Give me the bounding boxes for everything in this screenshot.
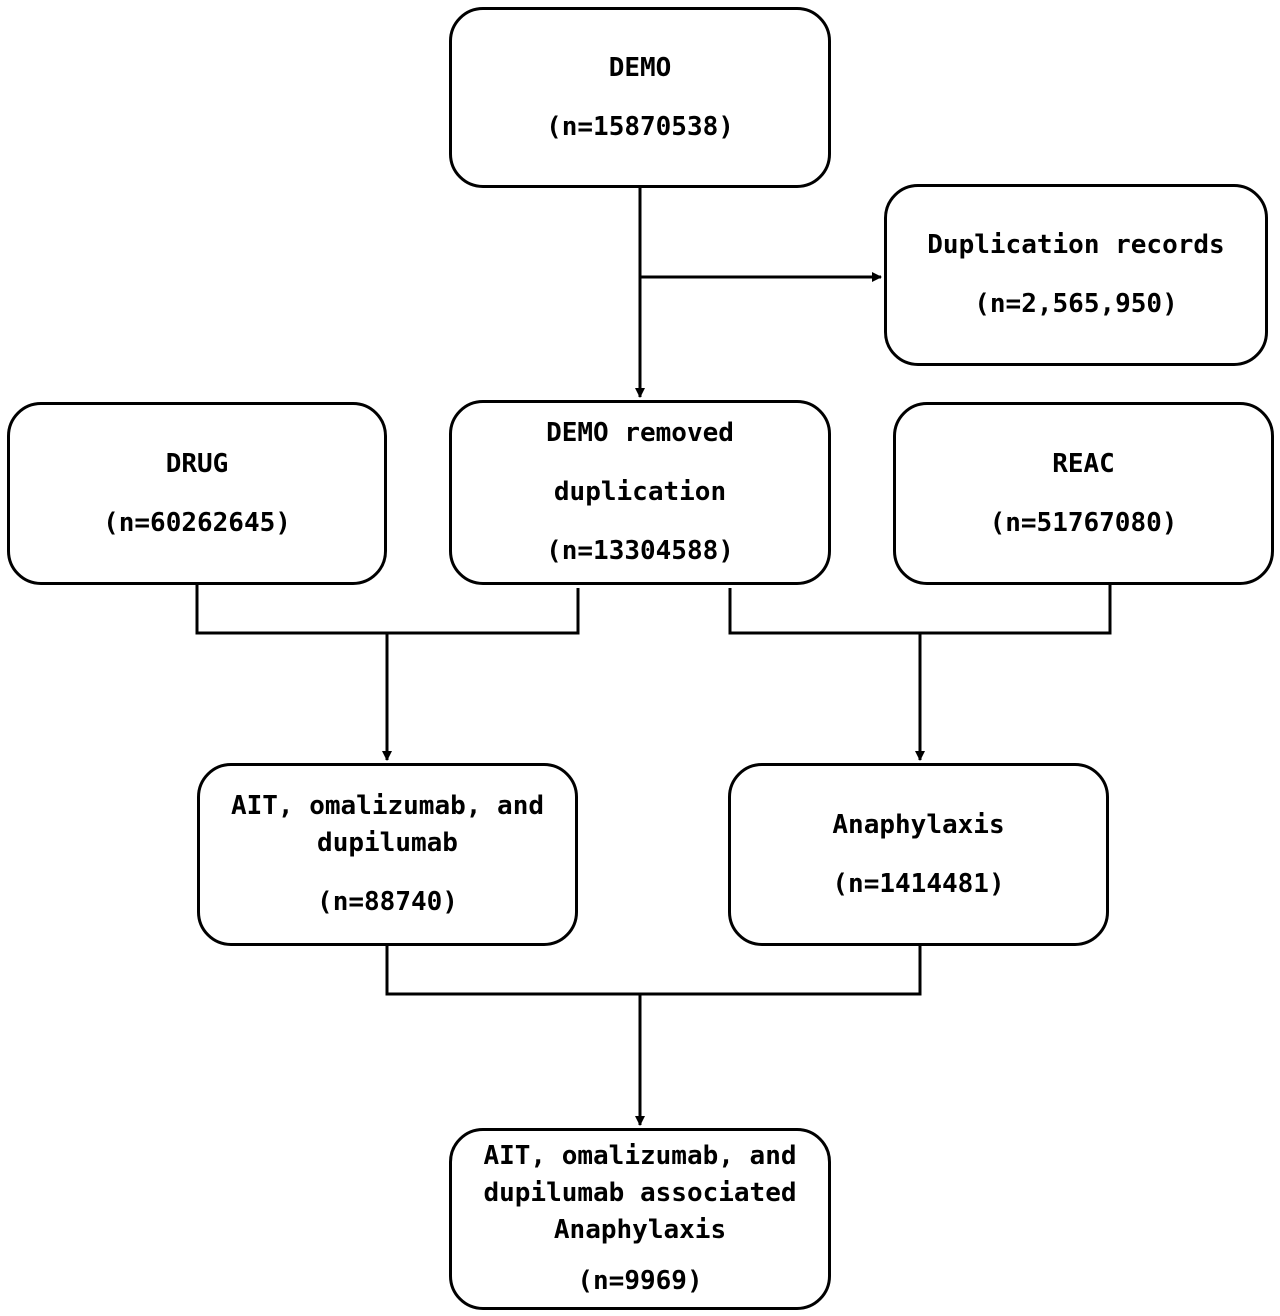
node-final-title-2: dupilumab associated <box>483 1178 797 1208</box>
node-duplication-records: Duplication records (n=2,565,950) <box>884 184 1268 366</box>
node-demo-removed-title-1: DEMO removed <box>546 418 734 448</box>
node-anaphylaxis-title: Anaphylaxis <box>832 809 1005 840</box>
node-drug: DRUG (n=60262645) <box>7 402 387 585</box>
node-demo: DEMO (n=15870538) <box>449 7 831 188</box>
connector-reac-merge <box>728 585 1112 635</box>
node-demo-removed-title-2: duplication <box>553 477 727 507</box>
node-final-result: AIT, omalizumab, and dupilumab associate… <box>449 1128 831 1310</box>
node-ait-drugs-count: (n=88740) <box>317 887 458 917</box>
node-ait-drugs-title-2: dupilumab <box>317 828 458 858</box>
node-final-title-1: AIT, omalizumab, and <box>483 1141 797 1171</box>
node-anaphylaxis-count: (n=1414481) <box>832 868 1005 899</box>
node-duplication-title: Duplication records <box>927 230 1225 260</box>
node-demo-count: (n=15870538) <box>546 111 734 142</box>
node-ait-drugs-title-1: AIT, omalizumab, and <box>230 791 545 821</box>
node-drug-count: (n=60262645) <box>103 507 291 538</box>
node-final-title-3: Anaphylaxis <box>553 1215 727 1245</box>
node-duplication-count: (n=2,565,950) <box>974 289 1178 319</box>
node-reac-count: (n=51767080) <box>989 507 1178 538</box>
node-anaphylaxis: Anaphylaxis (n=1414481) <box>728 763 1109 946</box>
node-reac-title: REAC <box>1052 448 1115 479</box>
node-final-count: (n=9969) <box>577 1266 703 1296</box>
node-demo-removed-count: (n=13304588) <box>546 536 734 566</box>
node-demo-title: DEMO <box>608 52 672 83</box>
node-reac: REAC (n=51767080) <box>893 402 1274 585</box>
node-drug-title: DRUG <box>165 448 229 479</box>
node-demo-removed: DEMO removed duplication (n=13304588) <box>449 400 831 585</box>
connector-final-merge <box>385 946 922 996</box>
connector-drug-merge <box>195 585 580 635</box>
node-ait-drugs: AIT, omalizumab, and dupilumab (n=88740) <box>197 763 578 946</box>
